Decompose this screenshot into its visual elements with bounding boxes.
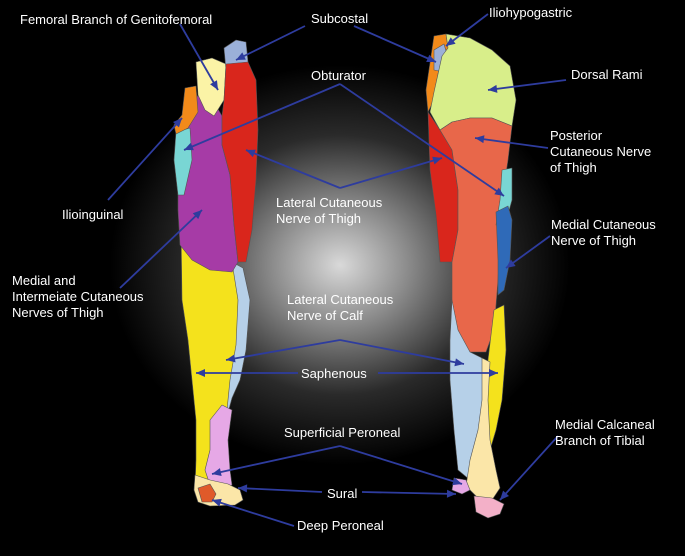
- leader-line-medial-calcaneal: [499, 435, 559, 501]
- leader-line-femoral-branch: [179, 23, 219, 91]
- arrowhead-lateral-thigh-front: [246, 149, 256, 158]
- arrowhead-medial-cutaneous-thigh: [506, 259, 516, 268]
- arrowhead-superficial-peroneal-back: [452, 477, 462, 486]
- arrowhead-subcostal-back: [426, 54, 436, 63]
- label-femoral-branch: Femoral Branch of Genitofemoral: [20, 12, 213, 27]
- front-obturator-region: [173, 127, 193, 196]
- label-superficial-peroneal: Superficial Peroneal: [284, 425, 401, 440]
- arrowhead-sural-back: [446, 489, 456, 498]
- label-sural: Sural: [327, 486, 358, 501]
- arrowhead-ilioinguinal: [173, 118, 182, 128]
- arrowhead-posterior-cutaneous: [475, 135, 485, 144]
- label-saphenous: Saphenous: [301, 366, 367, 381]
- leader-line-subcostal-back: [353, 25, 437, 63]
- label-medial-calcaneal: Medial Calcaneal Branch of Tibial: [555, 417, 655, 448]
- leader-line-medial-cutaneous-thigh: [505, 235, 551, 269]
- leader-line-subcostal-front: [235, 25, 306, 61]
- label-obturator: Obturator: [311, 68, 366, 83]
- label-medial-cutaneous-thigh: Medial Cutaneous Nerve of Thigh: [551, 217, 656, 248]
- leader-line-sural-front: [237, 487, 323, 493]
- front-femoral-branch-region: [195, 57, 227, 117]
- label-iliohypogastric: Iliohypogastric: [489, 5, 573, 20]
- front-deep-peroneal-region: [197, 483, 217, 503]
- leader-line-lateral-thigh-front: [245, 149, 341, 189]
- arrowhead-lateral-thigh-back: [432, 156, 442, 165]
- arrowhead-dorsal-rami: [488, 84, 498, 93]
- front-superficial-peroneal-region: [204, 404, 233, 491]
- arrowhead-obturator-back: [494, 187, 504, 196]
- leader-line-superficial-peroneal-back: [339, 445, 463, 485]
- leader-line-deep-peroneal: [211, 499, 295, 527]
- leader-line-superficial-peroneal-front: [211, 445, 341, 475]
- arrowhead-femoral-branch: [210, 80, 218, 90]
- arrowhead-saphenous-front: [196, 369, 205, 377]
- arrowhead-subcostal-front: [236, 52, 246, 60]
- back-medial-calcaneal-region: [473, 495, 505, 519]
- leader-line-obturator-front: [183, 83, 341, 151]
- back-medial-thigh-region: [495, 205, 513, 296]
- leader-line-obturator-back: [339, 83, 505, 197]
- label-lateral-cutaneous-thigh: Lateral Cutaneous Nerve of Thigh: [276, 195, 383, 226]
- leader-lines: [107, 13, 567, 527]
- arrowhead-iliohypogastric: [446, 37, 456, 46]
- label-posterior-cutaneous: Posterior Cutaneous Nerve of Thigh: [550, 128, 652, 175]
- label-medial-intermediate: Medial and Intermeiate Cutaneous Nerves …: [12, 273, 144, 320]
- arrowhead-lateral-calf-front: [226, 354, 236, 363]
- label-deep-peroneal: Deep Peroneal: [297, 518, 384, 533]
- label-ilioinguinal: Ilioinguinal: [62, 207, 124, 222]
- label-lateral-cutaneous-calf: Lateral Cutaneous Nerve of Calf: [287, 292, 394, 323]
- leader-line-lateral-calf-back: [339, 339, 465, 365]
- arrowhead-medial-calcaneal: [500, 490, 510, 500]
- leader-line-lateral-thigh-back: [339, 157, 443, 189]
- leader-line-medial-intermediate: [119, 209, 203, 289]
- leader-line-dorsal-rami: [487, 79, 567, 91]
- front-lateral-thigh-region: [221, 61, 259, 263]
- arrowhead-superficial-peroneal-front: [212, 468, 222, 476]
- arrowhead-medial-intermediate: [192, 210, 202, 220]
- label-dorsal-rami: Dorsal Rami: [571, 67, 643, 82]
- label-subcostal: Subcostal: [311, 11, 369, 26]
- arrowhead-obturator-front: [184, 142, 194, 151]
- arrowhead-lateral-calf-back: [454, 358, 464, 367]
- front-lateral-calf-region: [225, 261, 251, 421]
- leader-line-posterior-cutaneous: [474, 137, 549, 149]
- arrowhead-sural-front: [238, 484, 248, 493]
- leader-line-lateral-calf-front: [225, 339, 341, 361]
- leader-line-sural-back: [361, 491, 457, 495]
- arrowhead-deep-peroneal: [212, 498, 222, 507]
- arrowhead-saphenous-back: [489, 369, 498, 377]
- leader-line-ilioinguinal: [107, 117, 183, 201]
